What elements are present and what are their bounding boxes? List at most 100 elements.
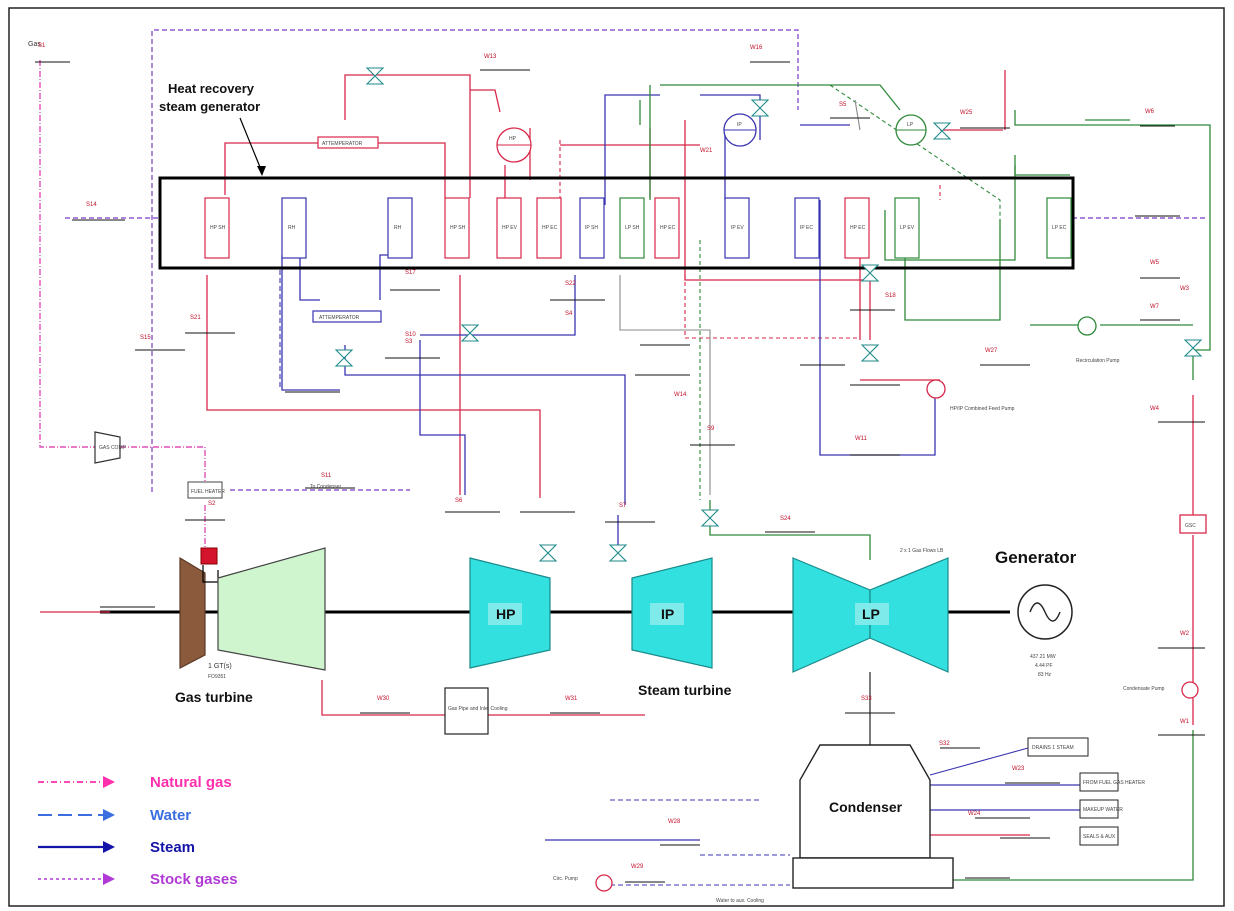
water-blue-dashed [279,270,790,886]
hrsg-section [387,197,413,259]
condensate-pump-label: Condensate Pump [1123,686,1165,692]
fuel-heater-box [187,481,223,499]
valve-icon [608,544,628,562]
grey-lines [619,99,861,495]
gas-compressor-icon [94,431,121,464]
ip-turbine-label: IP [661,606,674,622]
outer-frame [8,7,1225,907]
drains-label: DRAINS 1 STEAM [1032,745,1074,751]
from-fuel-label: FROM FUEL GAS HEATER [1083,780,1145,786]
drains-box [1027,737,1089,757]
hrsg-section [444,197,470,259]
lp-drum-label: LP [907,122,914,128]
hrsg-section-label: HP EC [542,225,558,231]
stream-tag: S11 [321,473,332,479]
stream-tag: W16 [750,45,763,51]
hrsg-section [281,197,307,259]
hrsg-section-label: RH [394,225,402,231]
stream-tag: S18 [885,293,896,299]
stream-tag: S17 [405,270,416,276]
makeup-label: MAKEUP WATER [1083,807,1123,813]
attemperator-mid [312,310,382,323]
hrsg-section [536,197,562,259]
gsc-box [1179,514,1207,534]
gen-output-hz: 83 Hz [1038,672,1052,678]
valves [334,67,1203,562]
gas-turbine-inlet [179,556,206,669]
stream-tag: S32 [939,741,950,747]
gt-unit-label: 1 GT(s) [208,663,232,670]
attemperator-top-label: ATTEMPERATOR [322,141,363,147]
stream-tag: S7 [619,503,627,509]
pumps [595,316,1199,892]
valve-icon [365,67,385,85]
stream-tag: W30 [377,696,390,702]
green-dashed [699,84,1001,500]
valve-icon [460,324,480,342]
valve-icon [932,122,952,140]
recirculation-pump-icon [1077,316,1097,336]
attemperator-mid-label: ATTEMPERATOR [319,315,360,321]
stream-tag: S21 [190,315,201,321]
attemperator-top [317,136,379,149]
circ-pump-icon [595,874,613,892]
condenser-hotwell [792,857,954,889]
hp-turbine-label: HP [496,606,515,622]
condensate-pump-icon [1181,681,1199,699]
stream-tag: W27 [985,348,998,354]
fuel-heater-label: FUEL HEATER [191,489,225,495]
valve-icon [334,349,354,367]
lp-water-lines [639,84,1211,881]
stream-tag: W3 [1180,286,1190,292]
hrsg-section-label: IP EV [731,225,744,231]
hrsg-section [619,197,645,259]
stream-tag: W4 [1150,406,1160,412]
hrsg-pointer [239,117,263,173]
stream-tag: S2 [208,501,216,507]
stream-tag: W5 [1150,260,1160,266]
lp-turbine-label-bg [855,603,889,625]
generator-label: Generator [995,548,1077,567]
water-red-dashed [559,140,941,339]
to-condenser-label: To Condenser [310,484,341,490]
hrsg-section-label: LP SH [625,225,640,231]
stream-tag: S9 [707,426,715,432]
hrsg-section-label: HP SH [450,225,466,231]
gsc-label: GSC [1185,523,1196,529]
hrsg-section [894,197,920,259]
stream-tag: W2 [1180,631,1190,637]
cooling-box-label: Gas Pipe and Inlet Cooling [448,706,508,712]
valve-icon [860,264,880,282]
gas-turbine-body [217,547,326,671]
hrsg-section-label: HP EC [850,225,866,231]
hrsg-section [844,197,870,259]
legend-natural-gas: Natural gas [150,774,232,791]
hrsg-pointer-head [257,166,266,176]
stream-tag: S14 [86,202,97,208]
seals-label: SEALS & AUX [1083,834,1116,840]
stream-tag: W24 [968,811,981,817]
valve-icon [700,509,720,527]
hrsg-section-label: IP SH [585,225,598,231]
valve-icon [538,544,558,562]
stream-tag: W11 [855,436,868,442]
stream-tag: W13 [484,54,497,60]
stream-tag: S10 [405,332,416,338]
valve-icon [860,344,880,362]
steam-turbine-label: Steam turbine [638,682,732,698]
legend-steam: Steam [150,839,195,856]
feed-pump-label: HP/IP Combined Feed Pump [950,406,1015,412]
hrsg-sections [204,197,1072,259]
hrsg-title-line2: steam generator [159,99,260,114]
stream-tag: W23 [1012,766,1025,772]
hrsg-section [1046,197,1072,259]
gen-output-pf: 4.44 PF [1035,663,1053,669]
drums: HP IP LP [496,113,927,163]
hp-steam-lines [206,70,1194,836]
valve-icon [750,99,770,117]
legend: Natural gas Water Steam Stock gases [38,774,238,888]
gas-inlet-label: Gas [28,41,41,48]
stream-tag: S15 [140,335,151,341]
lp-config-label: 2 x 1 Gas Flows LB [900,548,944,554]
